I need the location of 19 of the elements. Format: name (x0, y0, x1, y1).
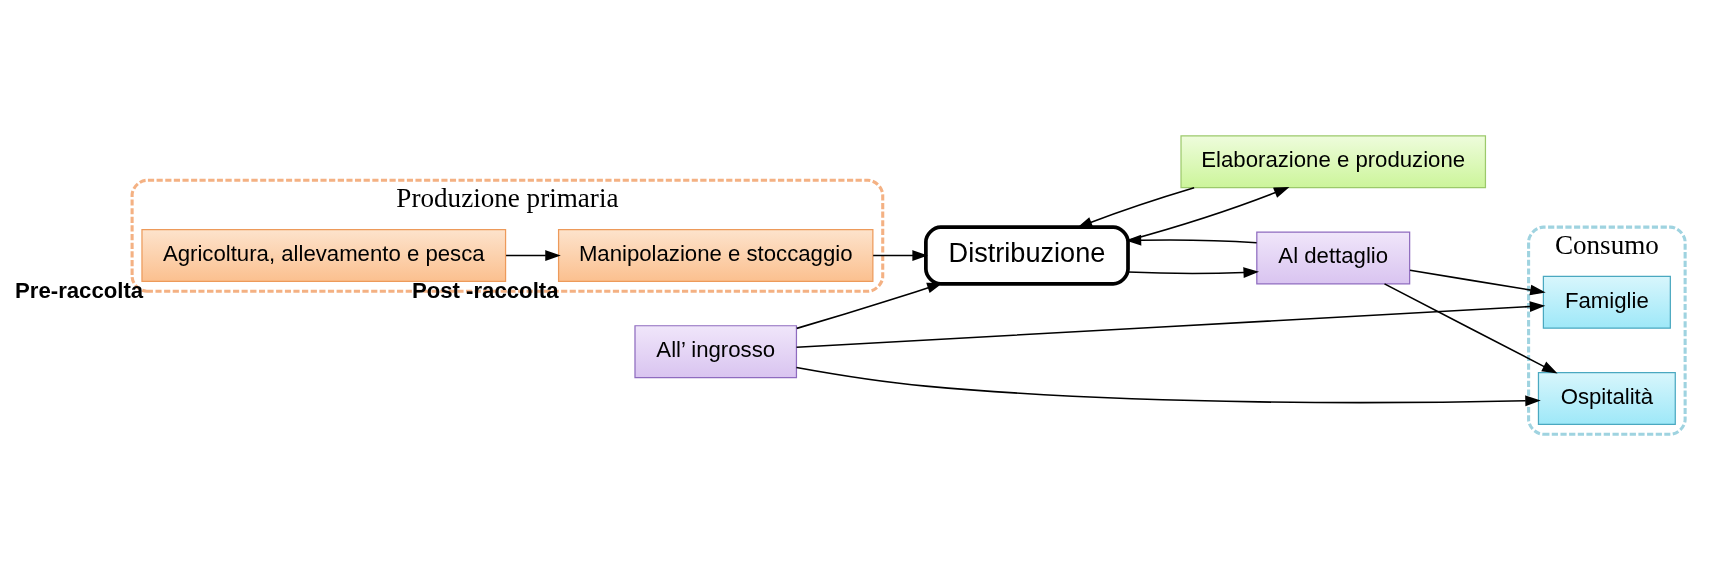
arrow (1125, 234, 1258, 246)
node-box: Distribuzione (924, 225, 1130, 286)
node-box: Elaborazione e produzione (1180, 135, 1487, 189)
node-box: Agricoltura, allevamento e pesca (141, 229, 507, 282)
arrow (1127, 267, 1259, 278)
arrow (1409, 269, 1546, 296)
arrow (795, 301, 1546, 349)
arrow (795, 282, 943, 330)
arrow (795, 366, 1541, 407)
arrow (1383, 283, 1558, 374)
node-box: All’ ingrosso (634, 325, 798, 379)
arrow (1076, 186, 1195, 228)
node-box: Al dettaglio (1256, 231, 1411, 285)
arrow (872, 250, 928, 261)
node-box: Ospitalità (1537, 371, 1676, 425)
node-box: Famiglie (1542, 275, 1671, 329)
node-box: Manipolazione e stoccaggio (557, 229, 874, 282)
arrow (505, 250, 561, 261)
arrow (1127, 186, 1290, 242)
